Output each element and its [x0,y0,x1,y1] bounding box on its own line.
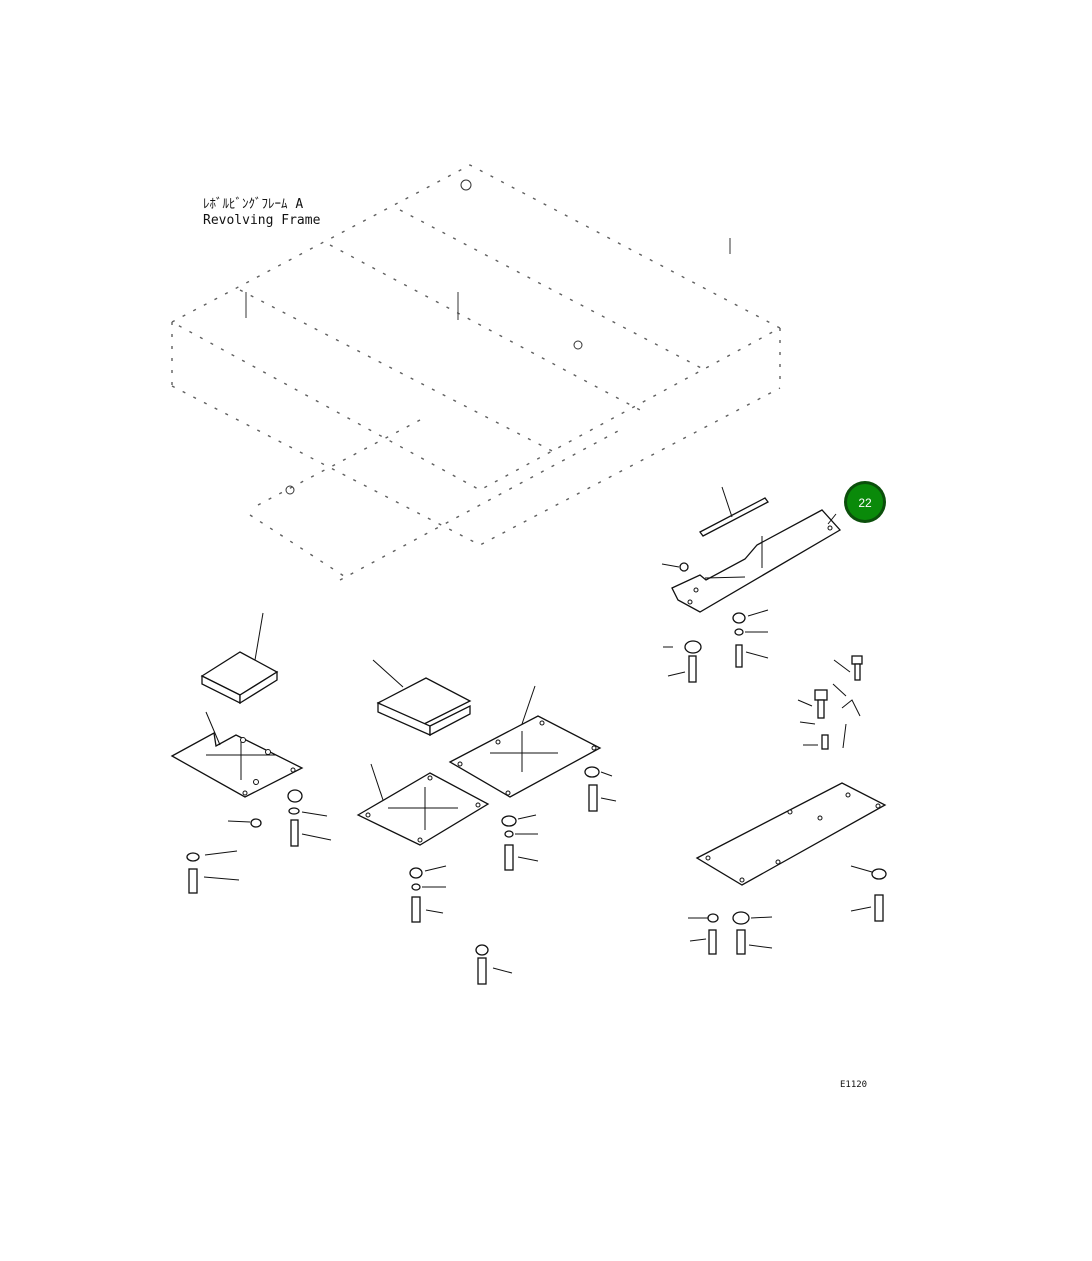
callout-number: 22 [858,496,872,510]
fasteners-left [186,789,332,894]
plate-left [170,711,304,798]
seal-strip [699,497,769,537]
revolving-frame-phantom [170,164,782,581]
plate-center-lower [356,763,490,846]
fasteners-center [409,766,617,985]
pad-center [372,659,472,737]
fasteners-lower-right [688,865,887,955]
pad-left [200,612,279,705]
frame-label-en: Revolving Frame [203,213,321,228]
callout-badge[interactable]: 22 [844,481,886,523]
cover-plate-right [671,509,842,613]
frame-label-jp: ﾚﾎﾞﾙﾋﾞﾝｸﾞﾌﾚｰﾑ A [203,197,303,212]
fasteners-upper-right [661,562,863,750]
side-cover-upper [671,486,842,613]
footer-code: E1120 [840,1080,867,1090]
plate-lower-right [695,782,887,886]
plate-center-right [448,685,602,798]
frame-label: ﾚﾎﾞﾙﾋﾞﾝｸﾞﾌﾚｰﾑ A Revolving Frame [203,197,321,228]
